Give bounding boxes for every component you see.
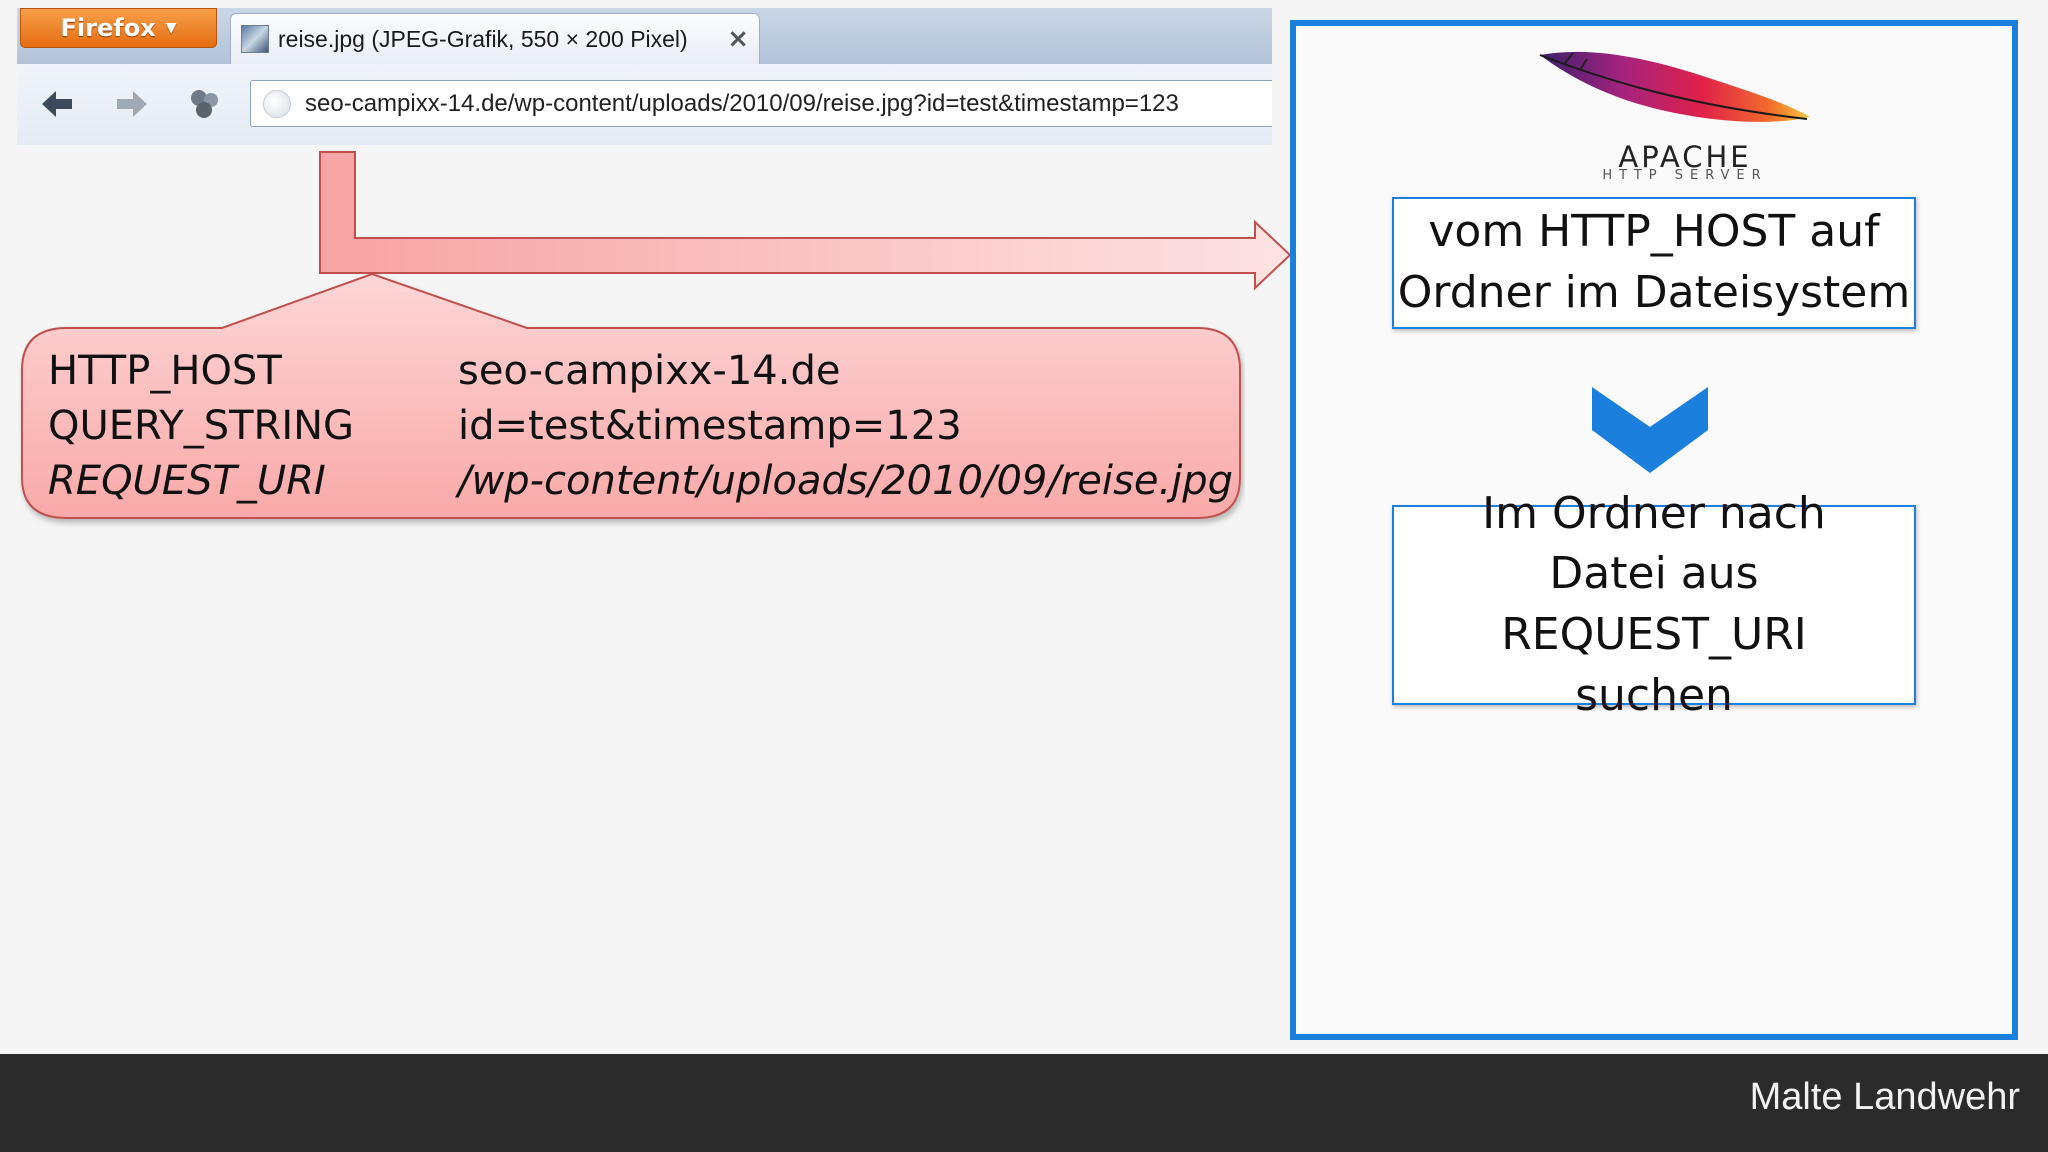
globe-icon <box>263 89 291 118</box>
chevron-down-icon <box>1592 387 1708 473</box>
flow-arrow <box>319 151 1292 291</box>
footer-bar: Malte Landwehr <box>0 1054 2048 1152</box>
author-name: Malte Landwehr <box>1749 1076 2020 1118</box>
tab-title: reise.jpg (JPEG-Grafik, 550 × 200 Pixel) <box>278 25 688 52</box>
value-label: id=test&timestamp=123 <box>458 403 962 449</box>
url-bar[interactable]: seo-campixx-14.de/wp-content/uploads/201… <box>250 80 1272 127</box>
browser-tab[interactable]: reise.jpg (JPEG-Grafik, 550 × 200 Pixel)… <box>230 13 760 64</box>
url-text: seo-campixx-14.de/wp-content/uploads/201… <box>305 89 1179 117</box>
close-icon[interactable]: × <box>727 24 749 54</box>
key-label: QUERY_STRING <box>48 403 355 449</box>
value-label: /wp-content/uploads/2010/09/reise.jpg <box>458 458 1234 504</box>
navigation-bar: seo-campixx-14.de/wp-content/uploads/201… <box>17 64 1272 145</box>
callout-key-values: HTTP_HOST seo-campixx-14.de QUERY_STRING… <box>48 348 1233 523</box>
value-label: seo-campixx-14.de <box>458 348 841 394</box>
browser-window: Firefox ▼ reise.jpg (JPEG-Grafik, 550 × … <box>17 0 1272 145</box>
firefox-menu-button[interactable]: Firefox ▼ <box>20 8 217 48</box>
apache-logo-subtitle: HTTP SERVER <box>1602 168 1768 183</box>
step-text: Im Ordner nach Datei aus REQUEST_URI suc… <box>1482 487 1826 721</box>
info-callout <box>21 272 1241 519</box>
addons-icon[interactable] <box>185 84 225 124</box>
forward-arrow-icon[interactable] <box>112 84 152 124</box>
chevron-down-icon: ▼ <box>165 20 177 36</box>
key-label: REQUEST_URI <box>48 458 326 504</box>
step-box-find-file: Im Ordner nach Datei aus REQUEST_URI suc… <box>1392 488 1916 721</box>
step-text: vom HTTP_HOST auf Ordner im Dateisystem <box>1397 206 1911 318</box>
image-file-icon <box>241 25 269 53</box>
step-box-host-to-folder: vom HTTP_HOST auf Ordner im Dateisystem <box>1392 197 1916 329</box>
apache-logo-word: APACHE <box>1618 140 1752 174</box>
apache-feather-icon <box>1539 51 1810 122</box>
back-arrow-icon[interactable] <box>37 84 77 124</box>
tab-strip: Firefox ▼ reise.jpg (JPEG-Grafik, 550 × … <box>17 8 1272 64</box>
firefox-menu-label: Firefox <box>60 14 156 42</box>
key-label: HTTP_HOST <box>48 348 282 394</box>
